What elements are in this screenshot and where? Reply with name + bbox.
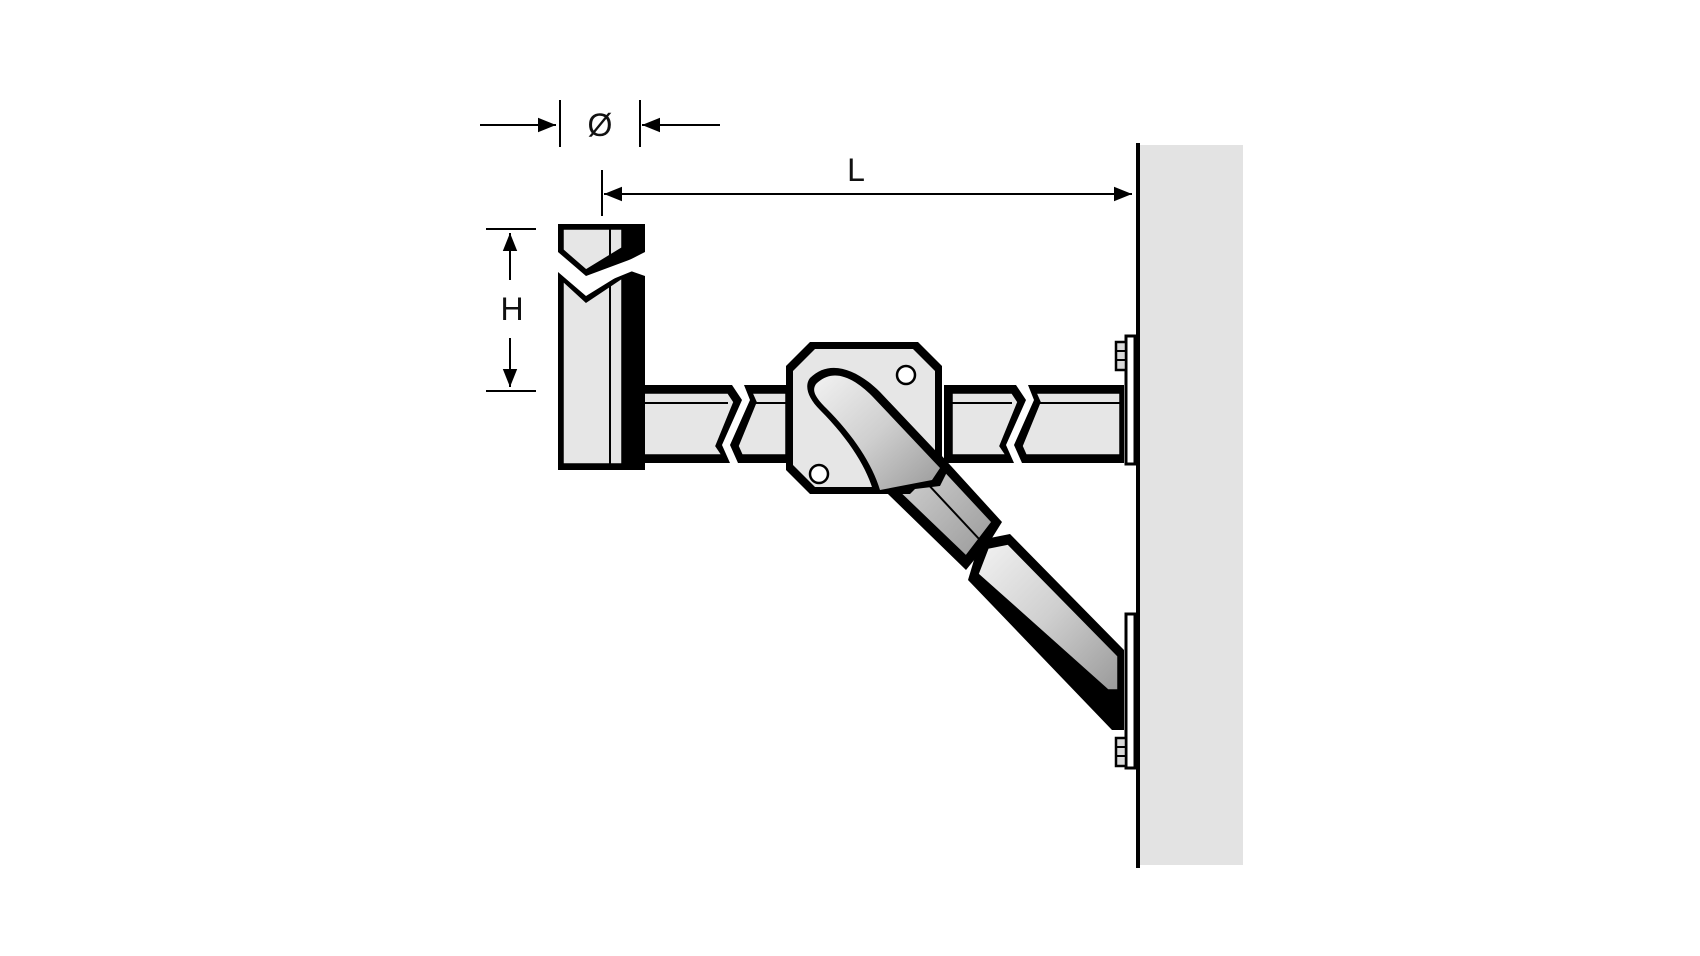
diameter-dimension: Ø <box>480 100 720 147</box>
wall-surface <box>1140 145 1243 865</box>
length-dimension: L <box>601 152 1132 216</box>
horizontal-arm <box>628 385 1124 463</box>
wall <box>1136 143 1243 868</box>
clamp-plate <box>786 342 950 494</box>
bolt-hole-lower <box>808 463 830 485</box>
lower-wall-plate <box>1114 612 1137 770</box>
bolt-hole-upper <box>895 364 917 386</box>
diameter-label: Ø <box>588 107 613 143</box>
height-dimension: H <box>486 228 536 392</box>
height-label: H <box>500 291 523 327</box>
upper-wall-plate <box>1114 334 1137 466</box>
vertical-post <box>558 224 645 470</box>
length-label: L <box>847 152 865 188</box>
